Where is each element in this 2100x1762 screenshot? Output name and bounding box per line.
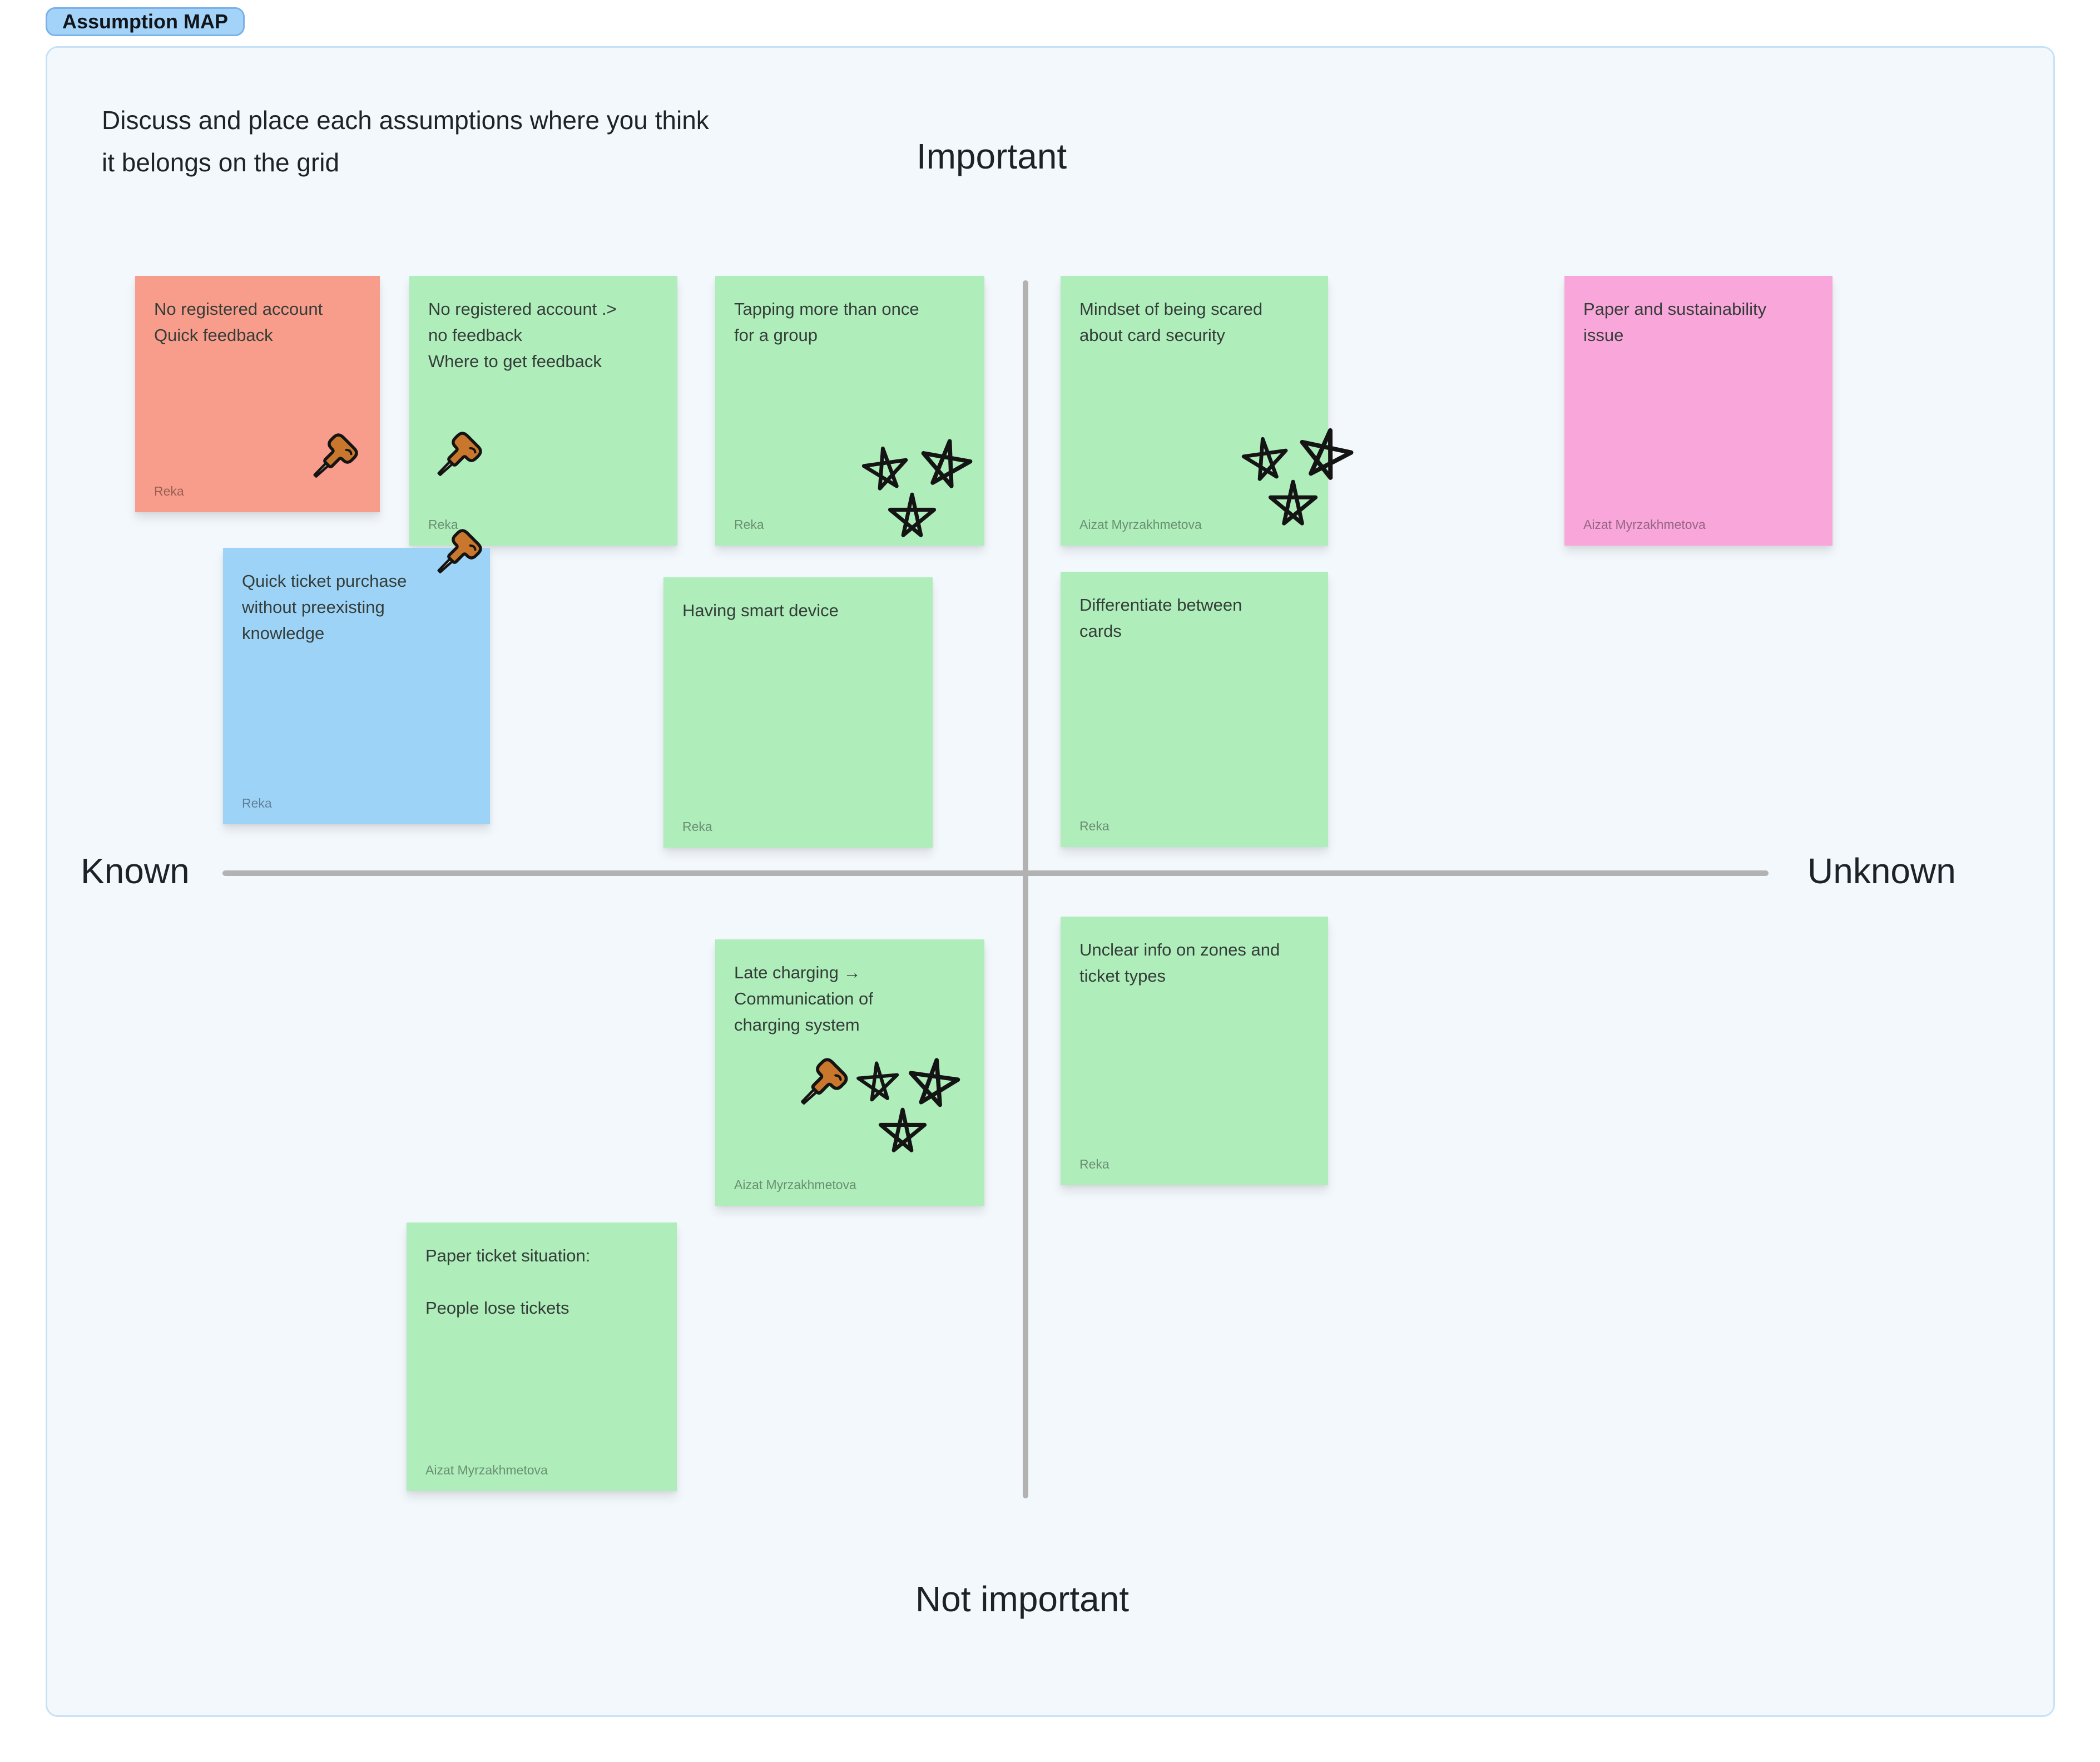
note-author: Reka	[242, 796, 272, 810]
instructions-text[interactable]: Discuss and place each assumptions where…	[102, 106, 709, 177]
star-doodle-icon[interactable]	[878, 1106, 927, 1155]
sticky-note[interactable]: Paper and sustainability issue Aizat Myr…	[1564, 276, 1832, 546]
note-author: Reka	[682, 819, 712, 834]
star-doodle-icon[interactable]	[1268, 478, 1318, 528]
note-text: Quick ticket purchase without preexistin…	[242, 571, 407, 643]
axis-line-vertical[interactable]	[1023, 280, 1028, 1498]
star-doodle-icon[interactable]	[1292, 421, 1359, 487]
note-author: Aizat Myrzakhmetova	[425, 1463, 548, 1477]
note-text: No registered account Quick feedback	[154, 299, 323, 345]
note-text: Having smart device	[682, 601, 839, 620]
axis-label-not-important[interactable]: Not important	[915, 1579, 1130, 1619]
star-doodle-icon[interactable]	[904, 1053, 963, 1112]
star-doodle-icon[interactable]	[888, 491, 937, 540]
section-tag-label: Assumption MAP	[62, 10, 229, 33]
sticky-note[interactable]: No registered account .> no feedback Whe…	[409, 276, 677, 546]
note-author: Reka	[428, 517, 458, 532]
note-text: Mindset of being scared about card secur…	[1079, 299, 1263, 345]
sticky-note[interactable]: Paper ticket situation: People lose tick…	[407, 1222, 677, 1491]
note-author: Reka	[1079, 819, 1110, 833]
note-text: Tapping more than once for a group	[734, 299, 919, 345]
axis-label-unknown[interactable]: Unknown	[1807, 851, 1956, 891]
note-text: Paper ticket situation: People lose tick…	[425, 1246, 591, 1318]
assumption-map-board[interactable]: Discuss and place each assumptions where…	[46, 46, 2055, 1717]
pushpin-sticker-icon[interactable]	[793, 1056, 851, 1115]
note-text: Late charging → Communication of chargin…	[734, 963, 873, 1035]
sticky-note[interactable]: Differentiate between cards Reka	[1061, 572, 1328, 847]
note-text: Paper and sustainability issue	[1583, 299, 1767, 345]
star-doodle-icon[interactable]	[859, 442, 912, 495]
note-text: Unclear info on zones and ticket types	[1079, 940, 1280, 986]
sticky-note[interactable]: Having smart device Reka	[663, 577, 933, 848]
sticky-note[interactable]: Unclear info on zones and ticket types R…	[1061, 917, 1328, 1185]
pushpin-sticker-icon[interactable]	[430, 527, 486, 583]
axis-label-known[interactable]: Known	[81, 851, 190, 891]
note-text: No registered account .> no feedback Whe…	[428, 299, 617, 371]
note-text: Differentiate between cards	[1079, 595, 1242, 641]
note-author: Aizat Myrzakhmetova	[734, 1177, 856, 1192]
note-author: Aizat Myrzakhmetova	[1583, 517, 1706, 532]
star-doodle-icon[interactable]	[855, 1058, 902, 1106]
sticky-note[interactable]: Tapping more than once for a group Reka	[715, 276, 984, 546]
sticky-note[interactable]: Mindset of being scared about card secur…	[1061, 276, 1328, 546]
sticky-note[interactable]: Quick ticket purchase without preexistin…	[223, 548, 490, 824]
note-author: Aizat Myrzakhmetova	[1079, 517, 1202, 532]
note-author: Reka	[734, 517, 764, 532]
axis-line-horizontal[interactable]	[222, 870, 1769, 876]
note-author: Reka	[154, 484, 184, 498]
section-tag-assumption-map[interactable]: Assumption MAP	[46, 7, 245, 36]
star-doodle-icon[interactable]	[915, 433, 976, 494]
axis-label-important[interactable]: Important	[916, 136, 1067, 176]
pushpin-sticker-icon[interactable]	[430, 430, 486, 486]
sticky-note[interactable]: No registered account Quick feedback Rek…	[135, 276, 380, 512]
note-author: Reka	[1079, 1157, 1110, 1171]
pushpin-sticker-icon[interactable]	[306, 432, 361, 487]
